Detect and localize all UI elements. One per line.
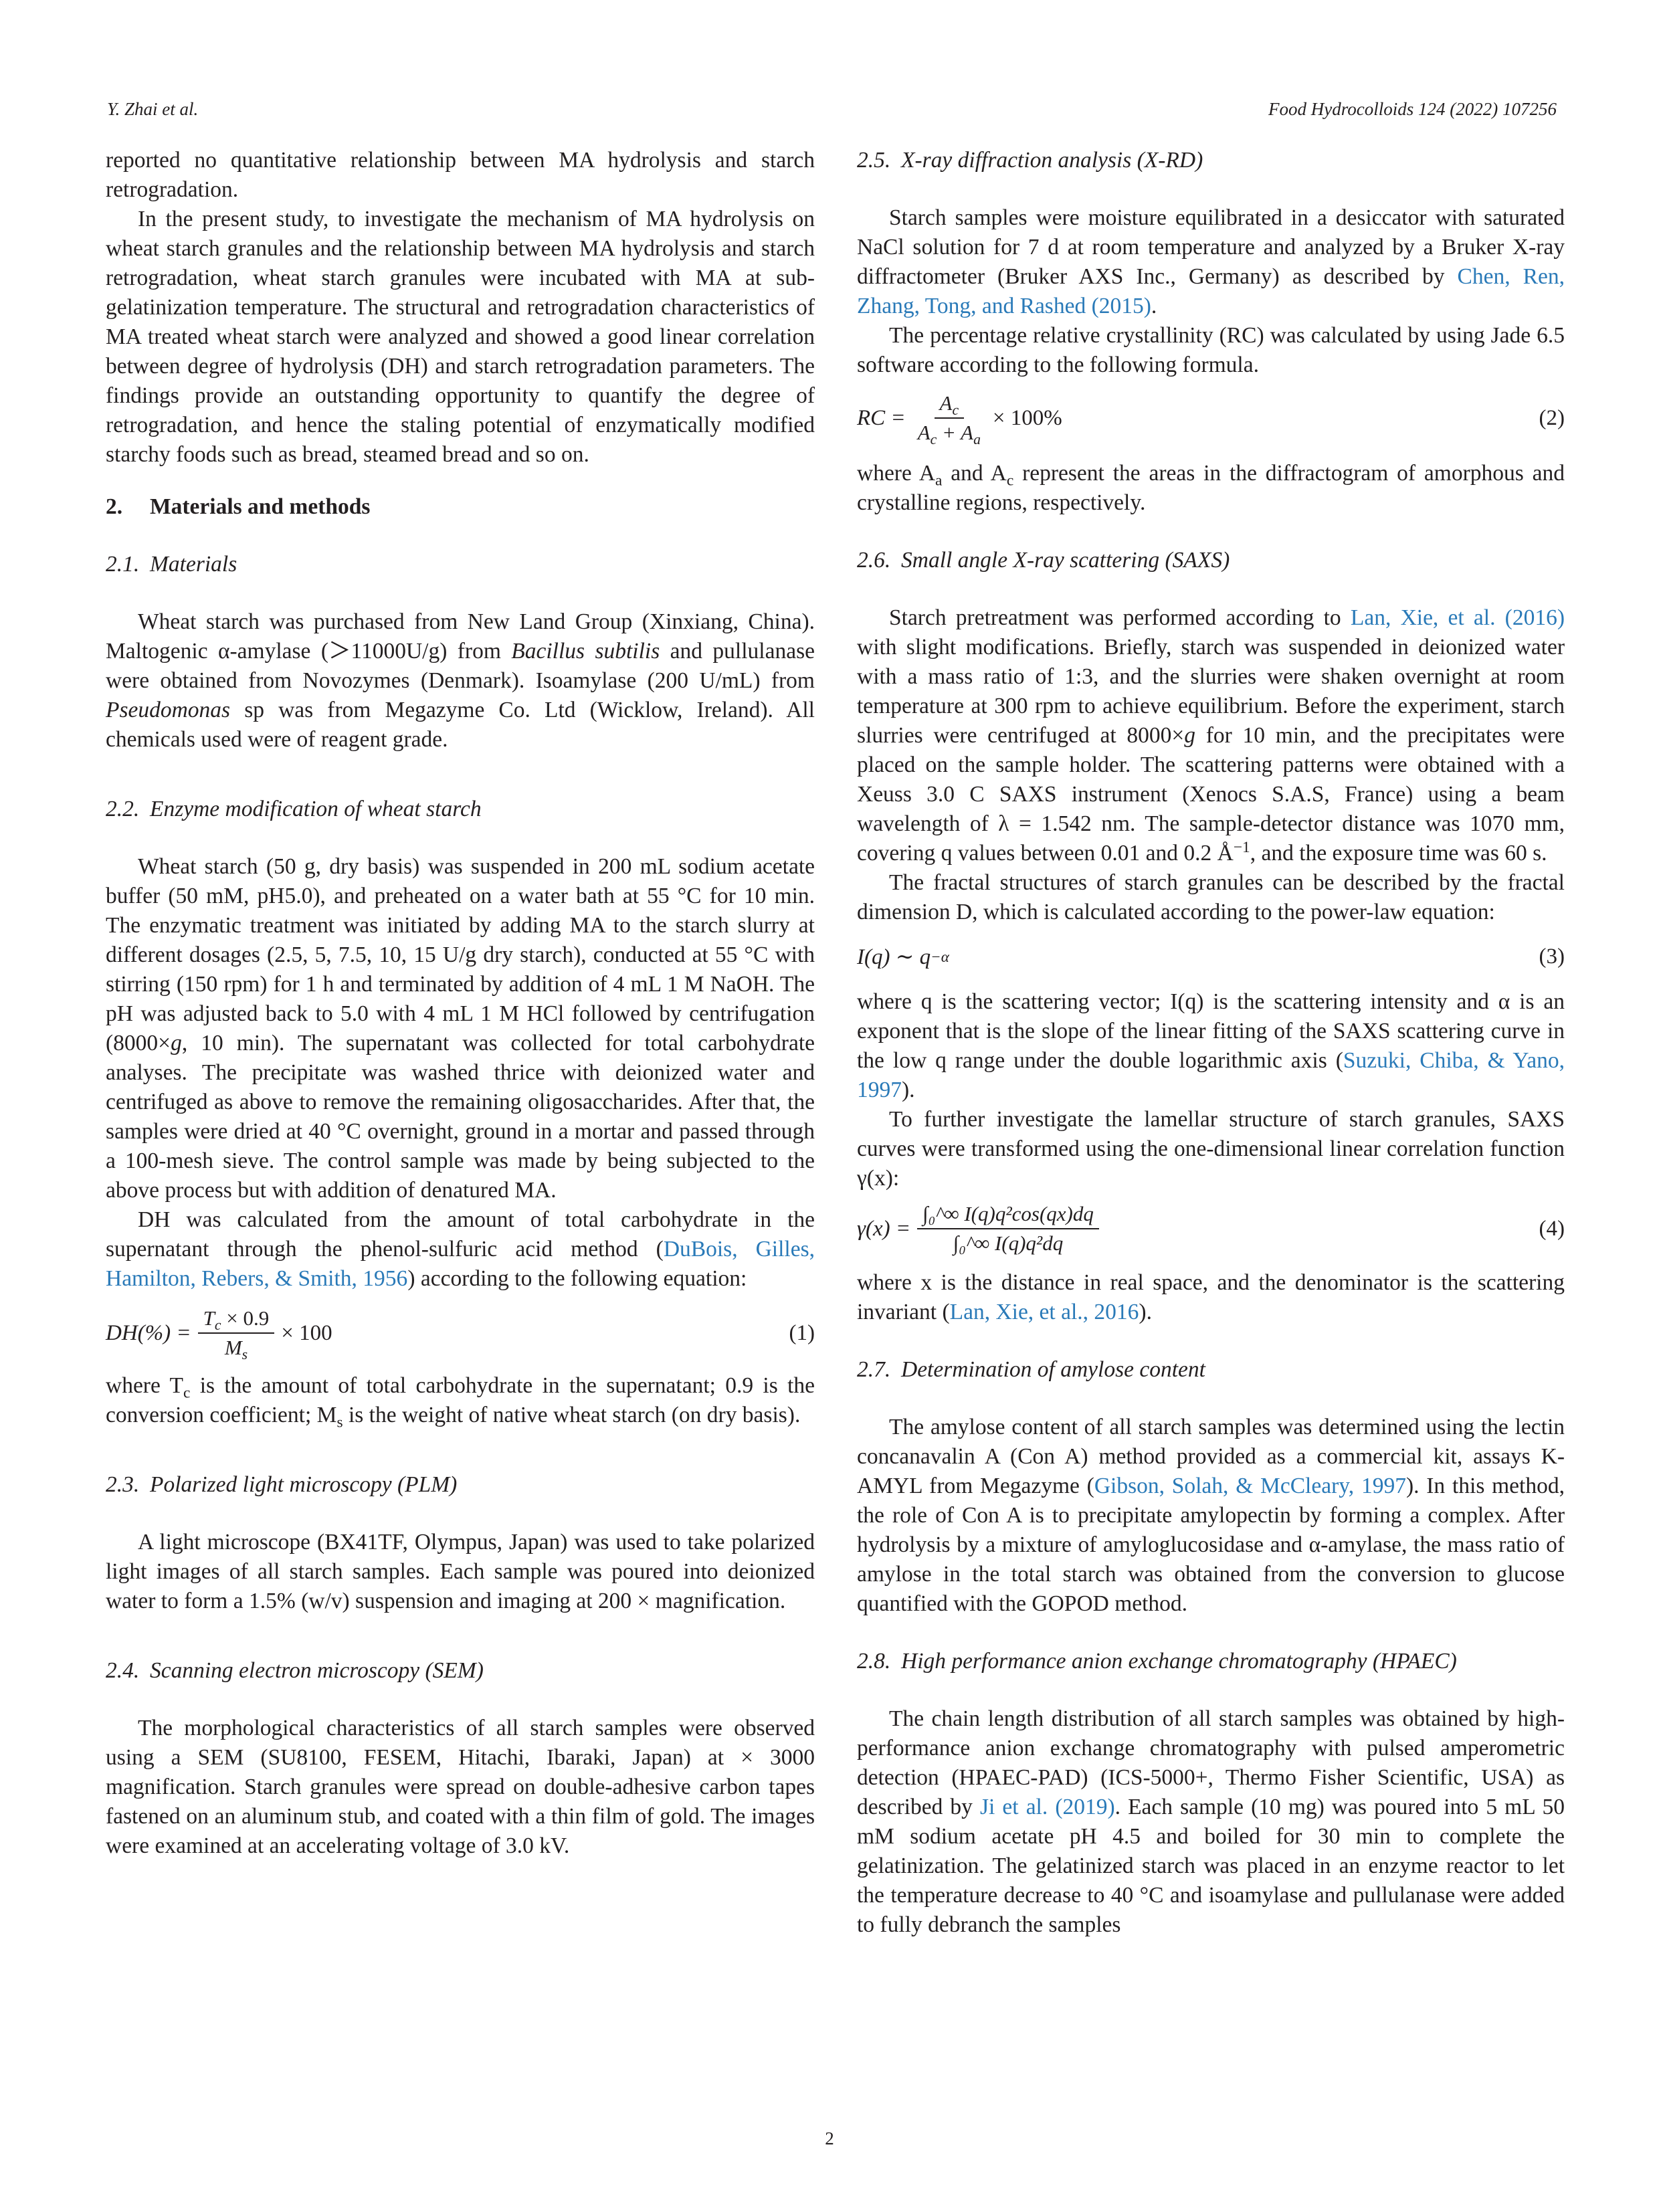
section-2-heading: 2.Materials and methods xyxy=(106,494,371,519)
citation-gibson-1997[interactable]: Gibson, Solah, & McCleary, 1997 xyxy=(1094,1474,1406,1498)
power-law-where-paragraph: where q is the scattering vector; I(q) i… xyxy=(857,989,1565,1102)
equation-3: I(q) ∼ q−α (3) xyxy=(857,944,1565,970)
citation-suzuki-1997[interactable]: Suzuki, Chiba, & Yano, 1997 xyxy=(857,1048,1565,1102)
section-2-1-heading: 2.1.Materials xyxy=(106,552,237,577)
left-column: reported no quantitative relationship be… xyxy=(106,146,815,1861)
saxs-paragraph: Starch pretreatment was performed accord… xyxy=(857,605,1565,866)
dh-calculation-paragraph: DH was calculated from the amount of tot… xyxy=(106,1207,815,1291)
intro-continuation: reported no quantitative relationship be… xyxy=(106,148,815,202)
equation-2-number: (2) xyxy=(1539,405,1565,430)
plm-paragraph: A light microscope (BX41TF, Olympus, Jap… xyxy=(106,1530,815,1613)
rc-paragraph: The percentage relative crystallinity (R… xyxy=(857,323,1565,377)
intro-present-study: In the present study, to investigate the… xyxy=(106,207,815,467)
citation-ji-2019[interactable]: Ji et al. (2019) xyxy=(980,1795,1115,1819)
equation-4: γ(x) = ∫₀^∞ I(q)q²cos(qx)dq ∫₀^∞ I(q)q²d… xyxy=(857,1202,1565,1255)
rc-where-paragraph: where Aa and Ac represent the areas in t… xyxy=(857,461,1565,515)
fractal-paragraph: The fractal structures of starch granule… xyxy=(857,870,1565,924)
running-header-authors: Y. Zhai et al. xyxy=(107,99,199,119)
equation-1: DH(%) = Tc × 0.9 Ms × 100 (1) xyxy=(106,1306,815,1363)
hpaec-paragraph: The chain length distribution of all sta… xyxy=(857,1706,1565,1937)
section-2-3-heading: 2.3.Polarized light microscopy (PLM) xyxy=(106,1472,458,1497)
section-2-5-heading: 2.5.X-ray diffraction analysis (X-RD) xyxy=(857,148,1203,173)
section-2-6-heading: 2.6.Small angle X-ray scattering (SAXS) xyxy=(857,548,1230,573)
amylose-paragraph: The amylose content of all starch sample… xyxy=(857,1415,1565,1616)
section-2-2-heading: 2.2.Enzyme modification of wheat starch xyxy=(106,797,482,821)
dh-where-paragraph: where Tc is the amount of total carbohyd… xyxy=(106,1373,815,1431)
right-column: 2.5.X-ray diffraction analysis (X-RD) St… xyxy=(857,146,1565,1940)
page-number: 2 xyxy=(825,2128,834,2148)
correlation-where-paragraph: where x is the distance in real space, a… xyxy=(857,1270,1565,1324)
equation-4-number: (4) xyxy=(1539,1216,1565,1241)
xrd-paragraph: Starch samples were moisture equilibrate… xyxy=(857,205,1565,318)
citation-lan-2016[interactable]: Lan, Xie, et al. (2016) xyxy=(1350,605,1565,630)
section-2-7-heading: 2.7.Determination of amylose content xyxy=(857,1357,1205,1382)
lamellar-paragraph: To further investigate the lamellar stru… xyxy=(857,1107,1565,1191)
equation-2: RC = Ac Ac + Aa × 100% (2) xyxy=(857,391,1565,448)
materials-paragraph: Wheat starch was purchased from New Land… xyxy=(106,609,815,752)
citation-lan-2016-b[interactable]: Lan, Xie, et al., 2016 xyxy=(949,1300,1139,1324)
enzyme-modification-paragraph: Wheat starch (50 g, dry basis) was suspe… xyxy=(106,854,815,1203)
citation-chen-2015[interactable]: Chen, Ren, Zhang, Tong, and Rashed (2015… xyxy=(857,264,1565,318)
equation-1-number: (1) xyxy=(789,1320,815,1345)
section-2-8-heading: 2.8.High performance anion exchange chro… xyxy=(857,1649,1457,1674)
equation-3-number: (3) xyxy=(1539,944,1565,969)
running-header-journal: Food Hydrocolloids 124 (2022) 107256 xyxy=(1268,99,1557,119)
citation-dubois-1956[interactable]: DuBois, Gilles, Hamilton, Rebers, & Smit… xyxy=(106,1237,815,1291)
section-2-4-heading: 2.4.Scanning electron microscopy (SEM) xyxy=(106,1658,484,1683)
sem-paragraph: The morphological characteristics of all… xyxy=(106,1716,815,1858)
